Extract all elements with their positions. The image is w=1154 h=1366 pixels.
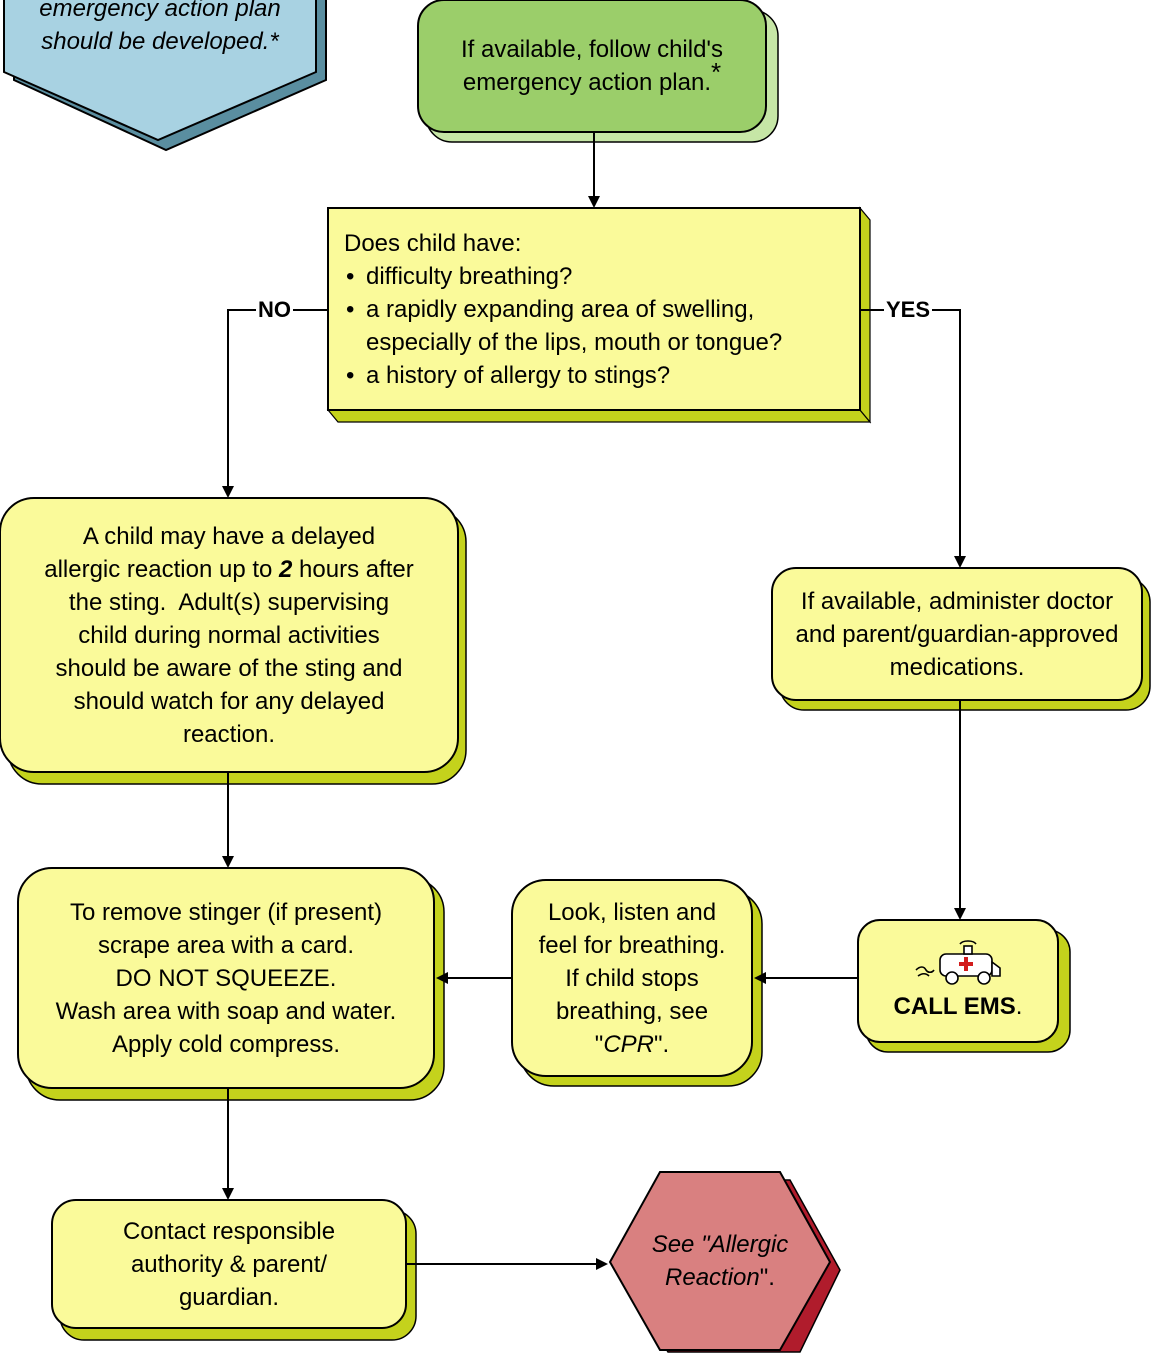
contact-line-1: Contact responsible xyxy=(122,1217,336,1245)
delayed-line-2: allergic reaction up to 2 hours after xyxy=(44,553,414,586)
cpr-open-quote: " xyxy=(594,1030,604,1058)
stinger-line-3: DO NOT SQUEEZE. xyxy=(115,964,337,992)
delayed-line-7: reaction. xyxy=(182,720,276,748)
call-ems-box: CALL EMS. xyxy=(858,920,1058,1042)
delayed-line-6: should watch for any delayed xyxy=(73,687,385,715)
no-label: NO xyxy=(256,297,293,323)
allergic-line-2-suffix: ". xyxy=(759,1264,775,1291)
note-line-1: emergency action plan xyxy=(39,0,281,22)
remove-stinger-box: To remove stinger (if present) scrape ar… xyxy=(18,868,434,1088)
breathing-line-4: breathing, see xyxy=(555,997,709,1025)
call-ems-suffix: . xyxy=(1015,992,1023,1020)
administer-meds-shape xyxy=(771,567,1151,711)
stinger-line-2: scrape area with a card. xyxy=(97,931,355,959)
delayed-reaction-shape xyxy=(0,497,467,785)
breathing-line-3: If child stops xyxy=(565,964,699,992)
ambulance-icon xyxy=(915,939,1001,985)
check-breathing-box: Look, listen and feel for breathing. If … xyxy=(512,880,752,1076)
delayed-line-4: child during normal activities xyxy=(78,621,380,649)
follow-plan-shape xyxy=(417,0,779,143)
arrow-question-no xyxy=(222,309,328,498)
breathing-line-5: "CPR". xyxy=(595,1028,669,1061)
meds-line-2: and parent/guardian-approved xyxy=(795,620,1119,648)
yes-label: YES xyxy=(884,297,933,323)
note-pentagon-shape xyxy=(3,0,327,152)
delayed-line-5: should be aware of the sting and xyxy=(55,654,403,682)
stinger-line-1: To remove stinger (if present) xyxy=(69,898,383,926)
call-ems-text: CALL EMS. xyxy=(894,990,1023,1023)
follow-plan-line-1: If available, follow child's xyxy=(460,36,724,63)
contact-line-3: guardian. xyxy=(178,1283,280,1311)
delayed-line-2-before: allergic reaction up to xyxy=(44,555,280,583)
allergic-link[interactable]: Reaction xyxy=(665,1264,760,1291)
follow-plan-asterisk: * xyxy=(711,57,722,87)
question-bullet-3: a history of allergy to stings? xyxy=(344,359,670,392)
breathing-line-2: feel for breathing. xyxy=(538,931,726,959)
contact-authority-shape xyxy=(51,1199,417,1341)
meds-line-3: medications. xyxy=(889,653,1025,681)
delayed-reaction-box: A child may have a delayed allergic reac… xyxy=(0,498,458,772)
see-allergic-box: See "Allergic Reaction". xyxy=(610,1172,830,1350)
delayed-line-2-emphasis: 2 xyxy=(279,555,293,583)
administer-meds-box: If available, administer doctor and pare… xyxy=(772,568,1142,700)
stinger-line-5: Apply cold compress. xyxy=(111,1030,341,1058)
delayed-line-1: A child may have a delayed xyxy=(82,522,376,550)
delayed-line-3: the sting. Adult(s) supervising xyxy=(68,588,390,616)
call-ems-bold: CALL EMS xyxy=(893,992,1016,1020)
question-heading: Does child have: xyxy=(344,229,522,257)
follow-plan-box: If available, follow child's emergency a… xyxy=(418,0,766,132)
stinger-line-4: Wash area with soap and water. xyxy=(55,997,397,1025)
allergic-line-1: See "Allergic xyxy=(651,1231,789,1258)
contact-authority-box: Contact responsible authority & parent/ … xyxy=(52,1200,406,1328)
allergic-line-2: Reaction". xyxy=(665,1261,775,1294)
contact-line-2: authority & parent/ xyxy=(130,1250,328,1278)
question-box: Does child have: difficulty breathing? a… xyxy=(328,208,860,410)
delayed-line-2-after: hours after xyxy=(292,555,414,583)
remove-stinger-shape xyxy=(17,867,445,1101)
meds-line-1: If available, administer doctor xyxy=(800,587,1114,615)
question-bullet-1: difficulty breathing? xyxy=(344,260,572,293)
follow-plan-line-2-text: emergency action plan. xyxy=(462,69,712,96)
see-allergic-shape xyxy=(608,1171,841,1353)
note-line-2: should be developed.* xyxy=(41,28,279,55)
follow-plan-line-2: emergency action plan.* xyxy=(462,59,721,99)
call-ems-shape xyxy=(857,919,1071,1053)
note-box: emergency action plan should be develope… xyxy=(4,0,316,60)
cpr-close-quote: ". xyxy=(654,1030,670,1058)
arrow-question-yes xyxy=(860,309,966,568)
question-bullet-2: a rapidly expanding area of swelling, xyxy=(344,293,754,326)
check-breathing-shape xyxy=(511,879,763,1087)
question-bullet-2-continuation: especially of the lips, mouth or tongue? xyxy=(366,328,783,356)
cpr-link[interactable]: CPR xyxy=(603,1030,654,1058)
breathing-line-1: Look, listen and xyxy=(547,898,717,926)
